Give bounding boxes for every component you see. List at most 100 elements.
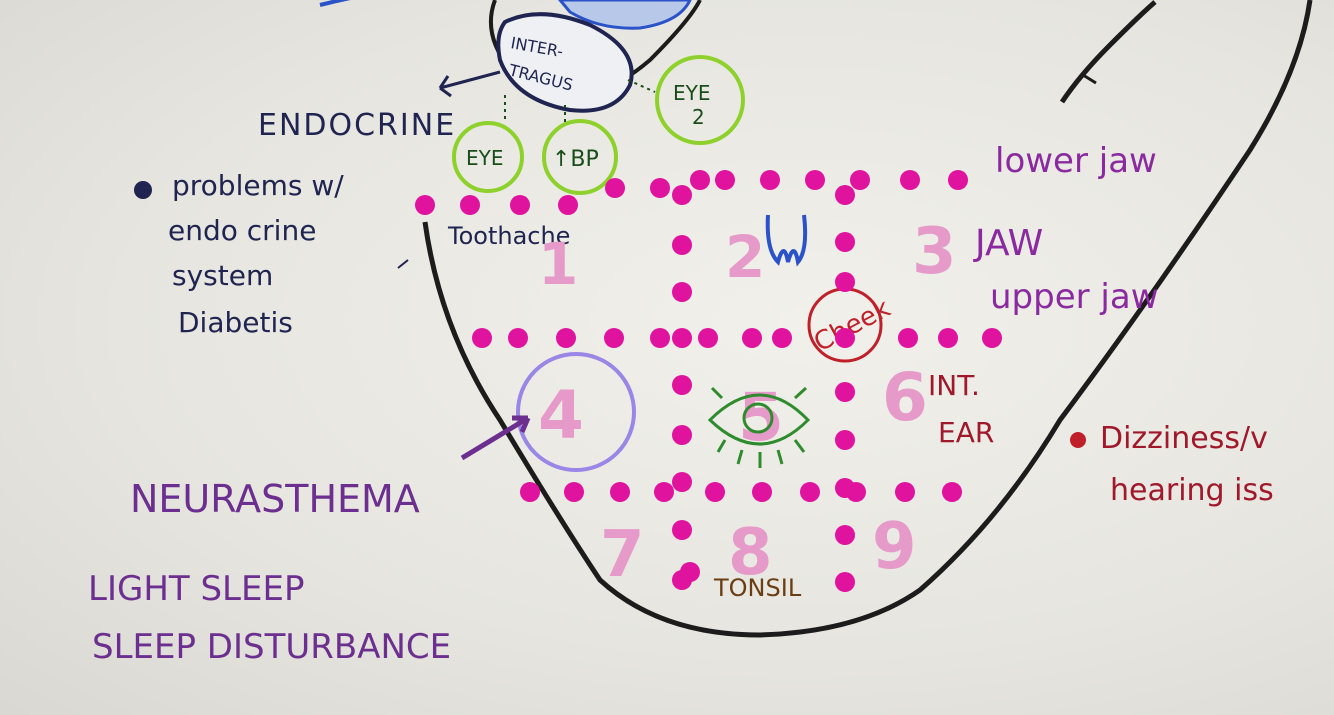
eye2-circle — [655, 55, 745, 145]
zone-dot — [948, 170, 968, 190]
dizziness-label-1: Dizziness/v — [1100, 421, 1268, 456]
zone-dot — [938, 328, 958, 348]
blue-region — [558, 0, 692, 30]
zone-dot — [672, 328, 692, 348]
eye2-label-a: EYE — [673, 81, 711, 105]
int-ear-label-2: EAR — [938, 416, 994, 449]
zone-dot — [835, 572, 855, 592]
zone-dot — [752, 482, 772, 502]
zone-9: 9 — [872, 510, 917, 584]
zone-dot — [672, 185, 692, 205]
zone-dot — [415, 195, 435, 215]
neurasthenia-label: NEURASTHEMA — [130, 477, 420, 521]
small-mark — [397, 259, 409, 269]
zone-4: 4 — [538, 377, 584, 454]
zone-dot — [650, 178, 670, 198]
zone-dot — [772, 328, 792, 348]
helix-stroke — [1059, 0, 1157, 104]
zone-7: 7 — [600, 518, 645, 592]
tick-mark — [1082, 73, 1097, 85]
zone-dot — [982, 328, 1002, 348]
neurasthenia-arrow — [460, 415, 531, 461]
zone-3: 3 — [912, 215, 957, 289]
tonsil-label: TONSIL — [713, 574, 802, 602]
int-ear-label-1: INT. — [928, 369, 980, 402]
tooth-icon — [765, 214, 808, 267]
endocrine-arrow — [438, 70, 501, 98]
zone-8: 8 — [728, 516, 773, 590]
dizziness-label-2: hearing iss — [1110, 473, 1274, 508]
zone-dot — [564, 482, 584, 502]
zone-dot — [510, 195, 530, 215]
zone-dot — [508, 328, 528, 348]
zone-dot — [835, 185, 855, 205]
zone-dot — [835, 430, 855, 450]
note-line-2: endo crine — [168, 214, 316, 247]
zone-dot — [895, 482, 915, 502]
note-bullet-icon — [134, 181, 152, 199]
eye-icon — [707, 386, 811, 468]
zone-dot — [850, 170, 870, 190]
zone-dot — [680, 562, 700, 582]
eye-label: EYE — [466, 146, 504, 170]
sleep-label-1: LIGHT SLEEP — [88, 569, 304, 609]
toothache-label: Toothache — [447, 222, 570, 250]
zone-dot — [835, 272, 855, 292]
zone-dot-grid — [415, 170, 1002, 592]
neurasthenia-circle — [516, 352, 636, 472]
dizziness-bullet-icon — [1070, 432, 1086, 448]
dotted-connectors — [504, 79, 656, 125]
zone-dot — [800, 482, 820, 502]
zone-2: 2 — [725, 223, 765, 291]
zone-dot — [654, 482, 674, 502]
zone-dot — [558, 195, 578, 215]
endocrine-label: ENDOCRINE — [258, 108, 456, 143]
eye2-label-b: 2 — [692, 105, 705, 129]
zone-dot — [472, 328, 492, 348]
zone-dot — [715, 170, 735, 190]
zone-dot — [610, 482, 630, 502]
zone-dot — [460, 195, 480, 215]
zone-dot — [690, 170, 710, 190]
bp-circle — [542, 119, 618, 195]
zone-6: 6 — [882, 359, 928, 436]
zone-dot — [556, 328, 576, 348]
zone-dot — [672, 520, 692, 540]
ear-lobe-outline — [422, 0, 1313, 638]
zone-dot — [604, 328, 624, 348]
zone-dot — [672, 375, 692, 395]
zone-dot — [705, 482, 725, 502]
eye-circle — [452, 121, 524, 193]
note-line-1: problems w/ — [172, 169, 344, 202]
zone-dot — [835, 382, 855, 402]
zone-dot — [520, 482, 540, 502]
zone-numbers: 1 2 3 4 5 6 7 8 9 — [538, 215, 957, 592]
zone-dot — [742, 328, 762, 348]
zone-dot — [672, 425, 692, 445]
zone-dot — [650, 328, 670, 348]
lower-jaw-label: lower jaw — [995, 141, 1157, 181]
zone-dot — [835, 232, 855, 252]
sleep-label-2: SLEEP DISTURBANCE — [92, 627, 451, 667]
note-line-3: system — [172, 259, 273, 292]
zone-dot — [835, 478, 855, 498]
zone-dot — [698, 328, 718, 348]
zone-1: 1 — [538, 230, 578, 298]
zone-dot — [805, 170, 825, 190]
zone-dot — [900, 170, 920, 190]
zone-dot — [760, 170, 780, 190]
zone-dot — [605, 178, 625, 198]
zone-dot — [835, 328, 855, 348]
zone-dot — [835, 525, 855, 545]
zone-dot — [942, 482, 962, 502]
intertragus-outline — [496, 12, 634, 113]
zone-dot — [672, 282, 692, 302]
zone-dot — [898, 328, 918, 348]
note-line-4: Diabetis — [178, 306, 293, 339]
blue-stroke — [319, 0, 351, 7]
jaw-label: JAW — [973, 223, 1043, 264]
zone-dot — [672, 235, 692, 255]
upper-jaw-label: upper jaw — [990, 277, 1159, 317]
